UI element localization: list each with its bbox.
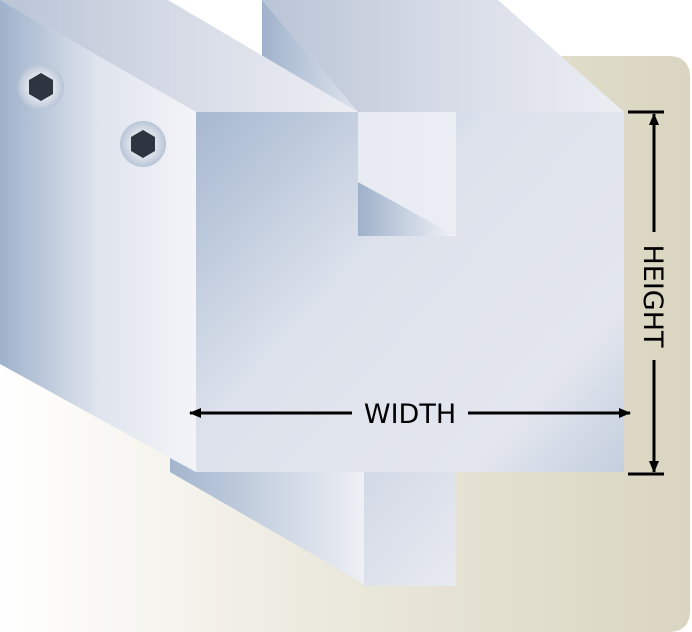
rear-block-top	[262, 0, 624, 112]
hex-socket-screw-icon	[120, 121, 166, 167]
height-dimension: HEIGHT	[628, 110, 668, 476]
bottom-tab-face	[364, 472, 456, 586]
slot-wall	[358, 112, 456, 236]
width-dimension: WIDTH	[189, 399, 631, 430]
front-face	[196, 112, 624, 586]
front-block-side	[0, 0, 196, 472]
hex-socket-screw-icon	[18, 64, 64, 110]
bottom-tab-side	[170, 458, 364, 584]
width-label: WIDTH	[364, 399, 456, 430]
height-label: HEIGHT	[637, 244, 668, 348]
front-block-top	[0, 0, 358, 112]
